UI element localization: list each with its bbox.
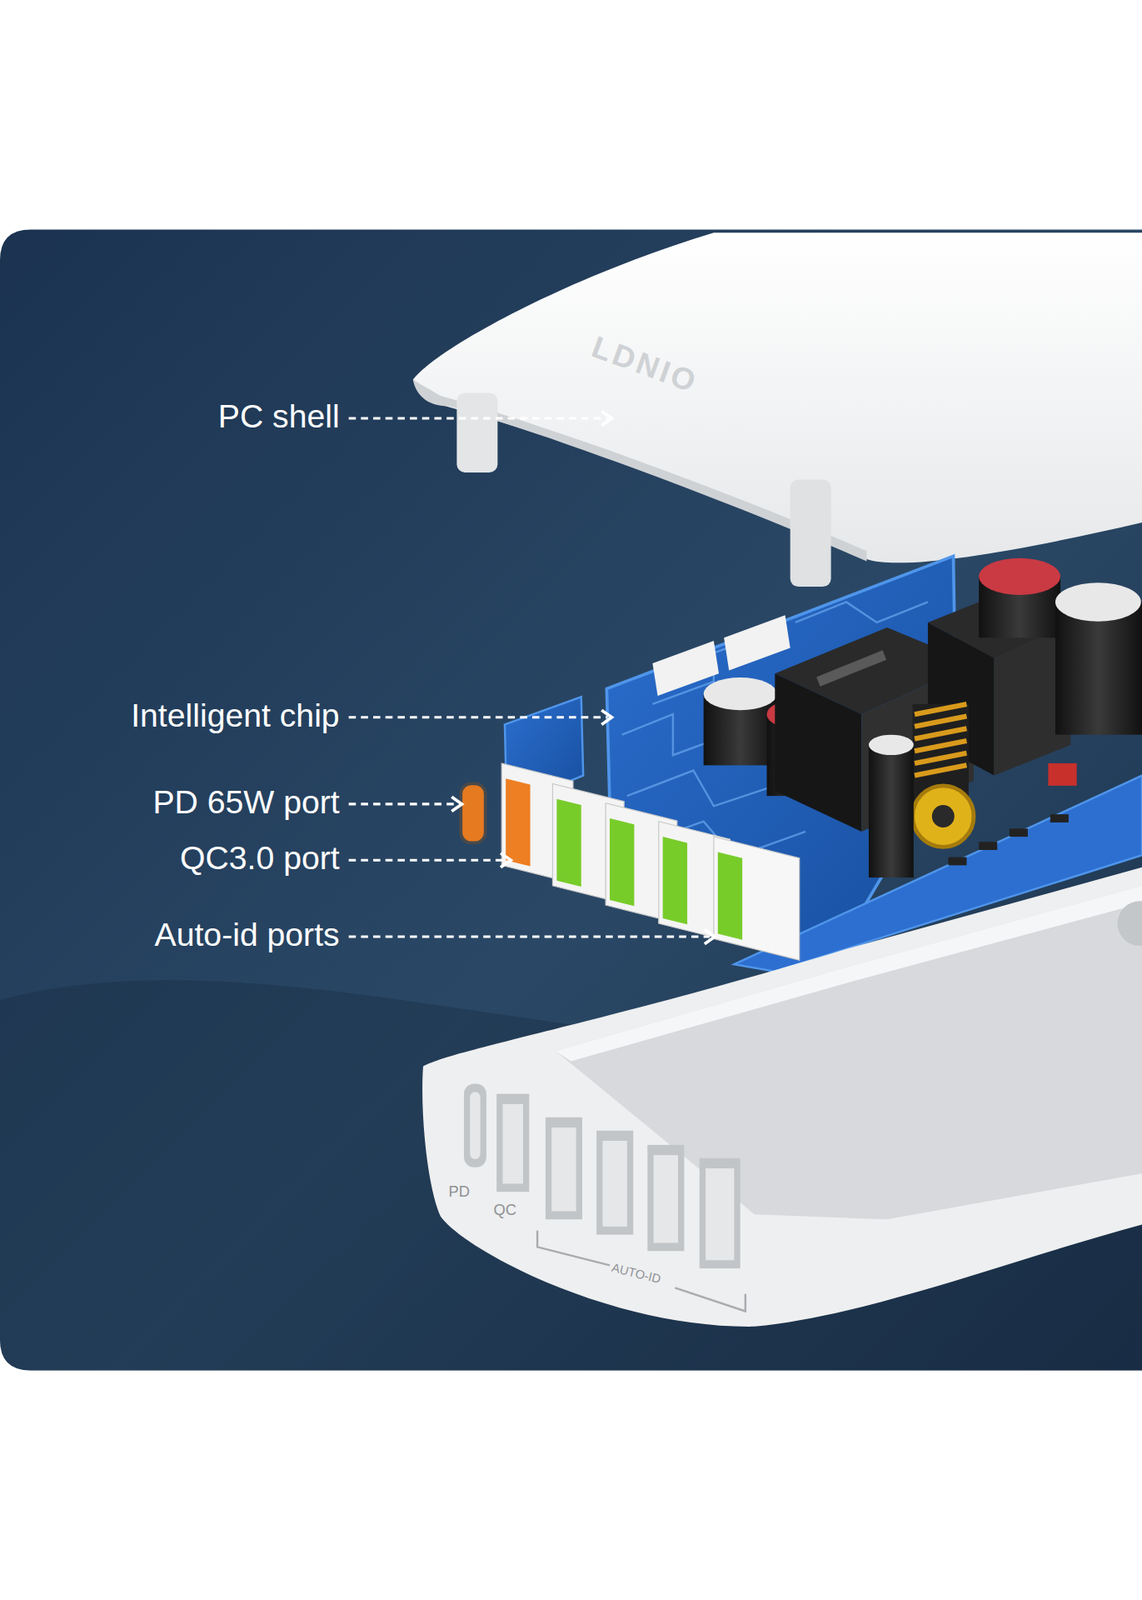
callout-label: Auto-id ports xyxy=(154,917,340,953)
port-marking: PD xyxy=(448,1182,471,1200)
callout-label: QC3.0 port xyxy=(179,840,340,877)
port-marking: QC xyxy=(493,1201,517,1218)
callout-label: PC shell xyxy=(218,398,340,435)
callout-label: Intelligent chip xyxy=(130,698,340,734)
callout-label: PD 65W port xyxy=(152,784,340,821)
